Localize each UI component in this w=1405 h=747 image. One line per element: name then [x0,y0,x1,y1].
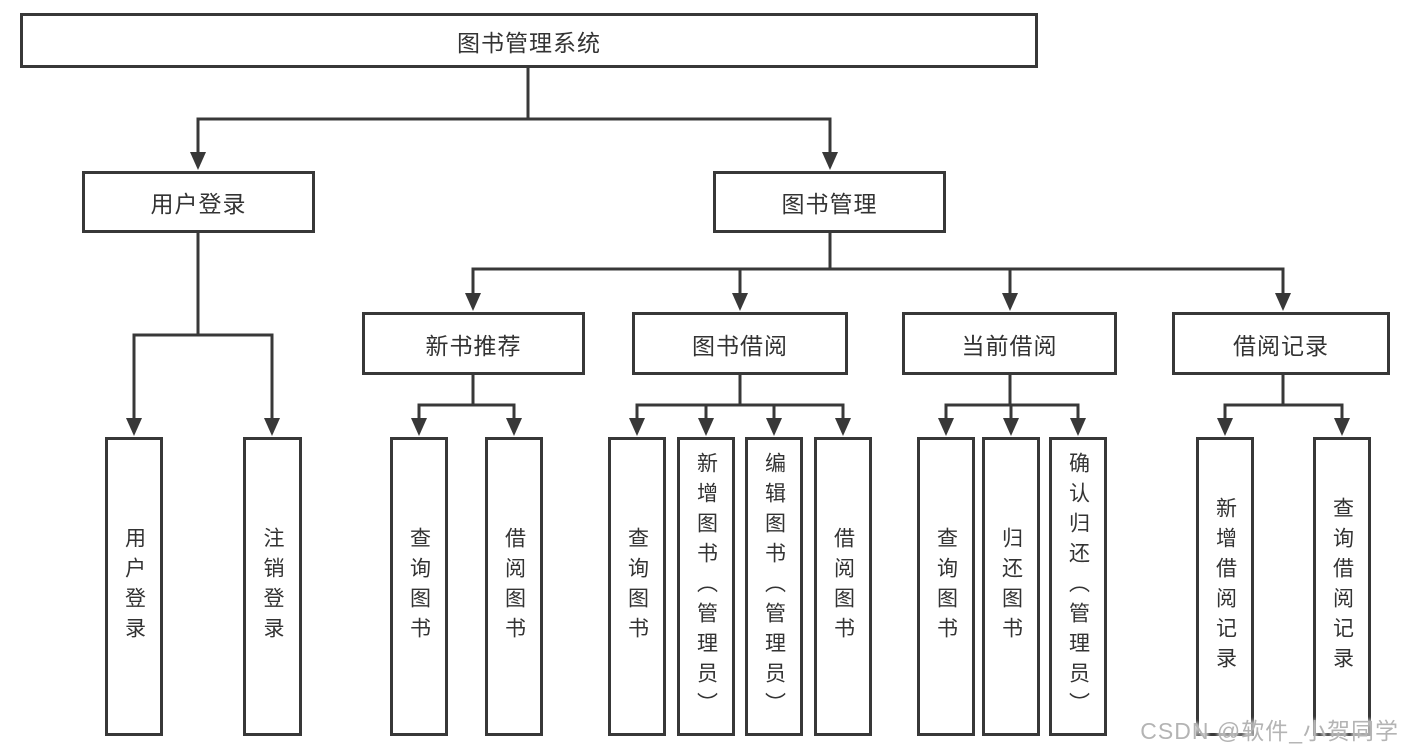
arrow-down-icon [411,418,427,436]
connector-book-mgmt-to-level2 [465,233,1291,311]
arrow-down-icon [629,418,645,436]
connector-borrow-record-to-leaves [1217,375,1350,436]
node-leaf-borrow-books-2: 借阅图书 [814,437,872,736]
node-leaf-confirm-return-admin: 确认归还（管理员） [1049,437,1107,736]
arrow-down-icon [190,152,206,170]
arrow-down-icon [1334,418,1350,436]
arrow-down-icon [1002,293,1018,311]
leaf-label: 查询图书 [407,526,431,647]
node-leaf-query-books-3: 查询图书 [917,437,975,736]
node-leaf-query-borrow-record: 查询借阅记录 [1313,437,1371,736]
node-leaf-query-books-2: 查询图书 [608,437,666,736]
node-leaf-return-books: 归还图书 [982,437,1040,736]
watermark: CSDN @软件_小贺同学 [1140,718,1399,744]
node-leaf-add-books-admin: 新增图书（管理员） [677,437,735,736]
node-leaf-borrow-books-1: 借阅图书 [485,437,543,736]
leaf-label: 借阅图书 [502,526,526,647]
node-leaf-logout: 注销登录 [243,437,302,736]
arrow-down-icon [1003,418,1019,436]
leaf-label: 注销登录 [261,526,284,647]
arrow-down-icon [732,293,748,311]
node-current-borrow: 当前借阅 [902,312,1117,375]
node-leaf-edit-books-admin: 编辑图书（管理员） [745,437,803,736]
arrow-down-icon [506,418,522,436]
arrow-down-icon [1275,293,1291,311]
connector-current-borrow-to-leaves [938,375,1086,436]
leaf-label: 查询借阅记录 [1330,496,1354,677]
connector-user-login-to-leaves [126,233,280,436]
arrow-down-icon [835,418,851,436]
leaf-label: 查询图书 [625,526,649,647]
arrow-down-icon [766,418,782,436]
node-book-management: 图书管理 [713,171,946,233]
node-leaf-query-books-1: 查询图书 [390,437,448,736]
node-book-borrow: 图书借阅 [632,312,848,375]
node-leaf-user-login: 用户登录 [105,437,163,736]
arrow-down-icon [938,418,954,436]
arrow-down-icon [1217,418,1233,436]
leaf-label: 借阅图书 [831,526,855,647]
node-user-login: 用户登录 [82,171,315,233]
leaf-label: 编辑图书（管理员） [762,451,786,722]
arrow-down-icon [1070,418,1086,436]
leaf-label: 新增图书（管理员） [694,451,718,722]
connector-root-to-level1 [190,68,838,170]
arrow-down-icon [264,418,280,436]
leaf-label: 归还图书 [999,526,1023,647]
leaf-label: 用户登录 [122,526,146,647]
leaf-label: 新增借阅记录 [1213,496,1237,677]
arrow-down-icon [465,293,481,311]
arrow-down-icon [822,152,838,170]
leaf-label: 确认归还（管理员） [1066,451,1090,722]
connector-new-book-rec-to-leaves [411,375,522,436]
leaf-label: 查询图书 [934,526,958,647]
node-new-book-recommend: 新书推荐 [362,312,585,375]
arrow-down-icon [126,418,142,436]
arrow-down-icon [698,418,714,436]
node-leaf-add-borrow-record: 新增借阅记录 [1196,437,1254,736]
node-library-management-system: 图书管理系统 [20,13,1038,68]
node-borrow-record: 借阅记录 [1172,312,1390,375]
connector-book-borrow-to-leaves [629,375,851,436]
